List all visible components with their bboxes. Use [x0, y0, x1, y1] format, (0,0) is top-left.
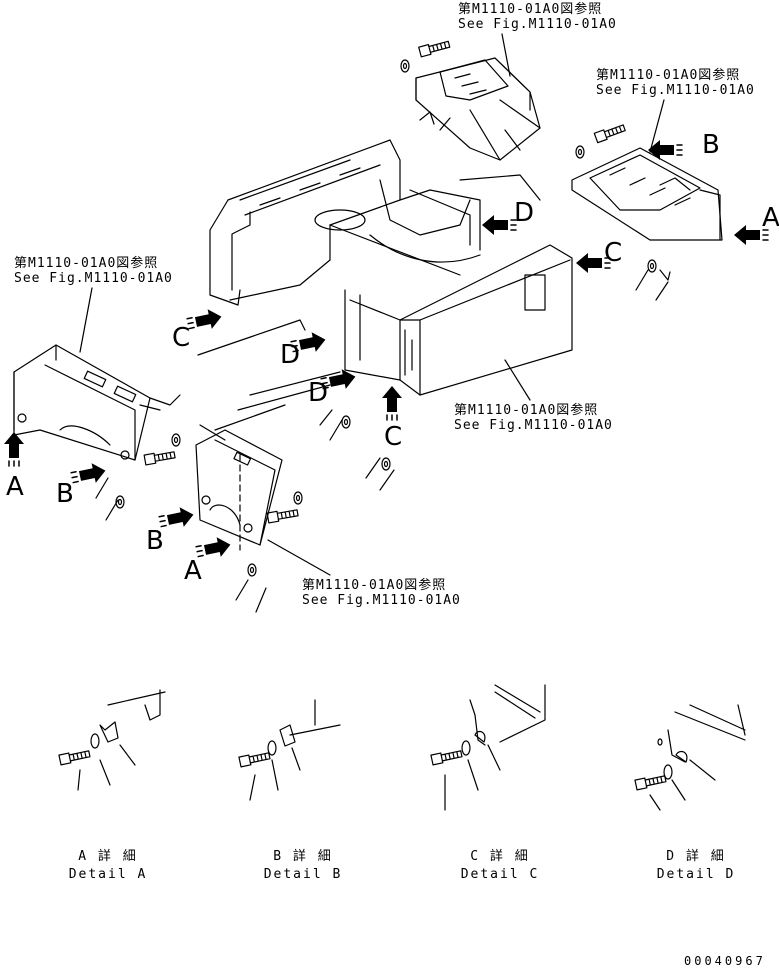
detail-a-drawing: [58, 689, 166, 791]
leader-top: [501, 33, 511, 77]
far-washer: [575, 145, 585, 159]
left-clip: [95, 477, 119, 521]
center-washer: [293, 491, 303, 505]
right-box-cover: [344, 244, 573, 396]
center-clip-washer: [247, 563, 257, 577]
arrow-c-left: [185, 306, 225, 335]
far-bolt: [593, 122, 627, 144]
detail-en: Detail B: [263, 867, 343, 882]
detail-jp: B 詳 細: [273, 849, 333, 864]
leader-middle: [504, 359, 531, 401]
center-washer-2: [341, 415, 351, 429]
arrow-d-top: [481, 214, 517, 236]
left-washer: [171, 433, 181, 447]
top-bolt-1: [418, 38, 451, 58]
far-clip: [635, 269, 671, 301]
center-clip: [235, 579, 267, 613]
drawing-number: 00040967: [684, 954, 766, 968]
view-letter-d-left: D: [280, 340, 301, 370]
center-rod: [237, 371, 341, 411]
left-bolt: [143, 449, 177, 466]
top-cover-upper: [415, 57, 541, 161]
center-washer-3: [381, 457, 391, 471]
reference-label-left: 第M1110-01A0図参照 See Fig.M1110-01A0: [14, 256, 173, 286]
reference-en: See Fig.M1110-01A0: [454, 418, 613, 433]
far-clip-washer: [647, 259, 657, 273]
reference-label-top: 第M1110-01A0図参照 See Fig.M1110-01A0: [458, 2, 617, 32]
center-clip-2: [319, 409, 343, 441]
detail-d-drawing: [634, 704, 746, 811]
detail-d-title: D 詳 細 Detail D: [636, 848, 756, 884]
reference-jp: 第M1110-01A0図参照: [454, 403, 599, 418]
leader-right: [649, 99, 665, 153]
detail-en: Detail A: [68, 867, 148, 882]
detail-jp: D 詳 細: [666, 849, 726, 864]
reference-jp: 第M1110-01A0図参照: [14, 256, 159, 271]
view-letter-b-left: B: [56, 479, 74, 509]
view-letter-a-center: A: [184, 556, 202, 586]
reference-jp: 第M1110-01A0図参照: [596, 68, 741, 83]
reference-label-bottom: 第M1110-01A0図参照 See Fig.M1110-01A0: [302, 578, 461, 608]
top-washer-1: [400, 59, 410, 73]
arrow-c-up: [381, 385, 403, 421]
detail-jp: A 詳 細: [78, 849, 138, 864]
detail-a-title: A 詳 細 Detail A: [48, 848, 168, 884]
detail-b-drawing: [238, 699, 341, 801]
reference-jp: 第M1110-01A0図参照: [458, 2, 603, 17]
view-letter-d-top: D: [514, 198, 535, 228]
center-lower-cover: [195, 429, 283, 551]
view-letter-d-mid: D: [308, 378, 329, 408]
main-frame: [209, 139, 541, 306]
detail-jp: C 詳 細: [470, 849, 530, 864]
view-letter-a-left: A: [6, 472, 24, 502]
reference-en: See Fig.M1110-01A0: [596, 83, 755, 98]
center-bolt: [266, 507, 300, 524]
reference-en: See Fig.M1110-01A0: [302, 593, 461, 608]
leader-center: [267, 539, 331, 576]
reference-label-middle: 第M1110-01A0図参照 See Fig.M1110-01A0: [454, 403, 613, 433]
arrow-a-up: [3, 431, 25, 467]
center-plate: [197, 319, 306, 441]
detail-b-title: B 詳 細 Detail B: [243, 848, 363, 884]
reference-label-right: 第M1110-01A0図参照 See Fig.M1110-01A0: [596, 68, 755, 98]
right-far-cover: [571, 147, 723, 241]
view-letter-c-up: C: [384, 422, 403, 452]
detail-c-drawing: [430, 684, 546, 811]
view-letter-a-right: A: [762, 203, 779, 233]
left-cover: [13, 344, 151, 461]
top-cover-clip: [419, 111, 451, 131]
view-letter-c-right: C: [604, 238, 623, 268]
arrow-b-right: [647, 139, 683, 161]
reference-en: See Fig.M1110-01A0: [14, 271, 173, 286]
arrow-b-left: [69, 460, 109, 489]
view-letter-b-center: B: [146, 526, 164, 556]
leader-left: [79, 287, 93, 353]
reference-en: See Fig.M1110-01A0: [458, 17, 617, 32]
view-letter-b-right: B: [702, 130, 720, 160]
reference-jp: 第M1110-01A0図参照: [302, 578, 447, 593]
view-letter-c-left: C: [172, 323, 191, 353]
detail-en: Detail D: [656, 867, 736, 882]
left-cover-link: [139, 394, 181, 411]
center-clip-3: [365, 457, 395, 491]
detail-en: Detail C: [460, 867, 540, 882]
detail-c-title: C 詳 細 Detail C: [440, 848, 560, 884]
